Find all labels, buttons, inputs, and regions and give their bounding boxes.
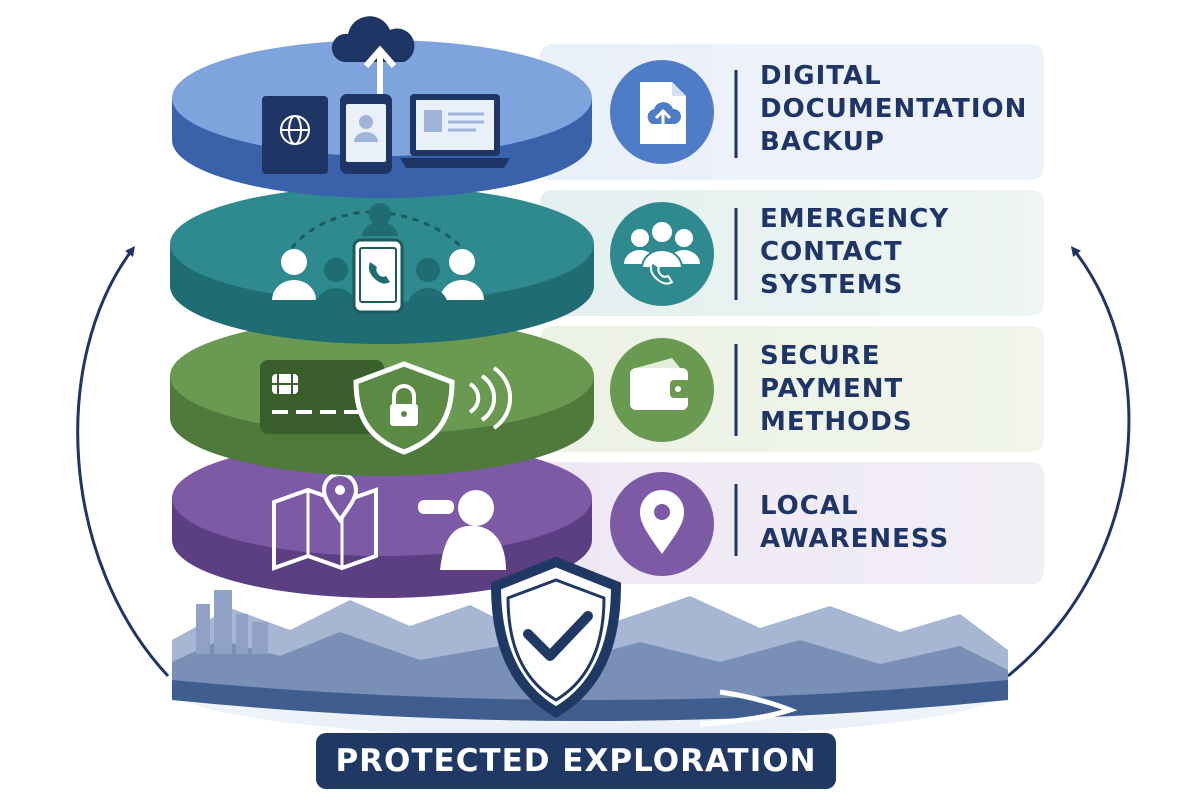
traveler-binoculars-icon xyxy=(418,490,506,570)
label-awareness: LOCAL AWARENESS xyxy=(760,491,950,554)
laptop-icon xyxy=(400,94,510,168)
right-cycle-arrow xyxy=(1007,246,1131,678)
label-payment: SECURE PAYMENT METHODS xyxy=(760,341,913,437)
contactless-icon xyxy=(468,366,513,430)
credit-card-icon xyxy=(260,360,384,434)
contacts-phone-icon xyxy=(610,202,714,306)
layer-documentation xyxy=(172,16,592,198)
contact-group-icon xyxy=(272,203,484,306)
landscape xyxy=(170,590,1010,738)
layer-payment xyxy=(170,318,594,476)
wallet-icon xyxy=(610,338,714,442)
location-pin-icon xyxy=(610,472,714,576)
layer-awareness xyxy=(172,440,592,598)
map-icon xyxy=(272,472,378,571)
cloud-upload-document-icon xyxy=(610,60,714,164)
shield-check-icon xyxy=(490,556,622,718)
passport-icon xyxy=(262,96,328,174)
label-documentation: DIGITAL DOCUMENTATION BACKUP xyxy=(760,61,1028,157)
cloud-upload-icon xyxy=(331,16,415,96)
protected-exploration-banner: PROTECTED EXPLORATION xyxy=(316,733,836,789)
layer-contacts xyxy=(170,186,594,344)
shield-lock-icon xyxy=(353,361,455,455)
left-cycle-arrow xyxy=(76,245,170,678)
label-contacts: EMERGENCY CONTACT SYSTEMS xyxy=(760,204,950,300)
smartphone-icon xyxy=(340,94,392,174)
phone-icon xyxy=(352,238,404,314)
